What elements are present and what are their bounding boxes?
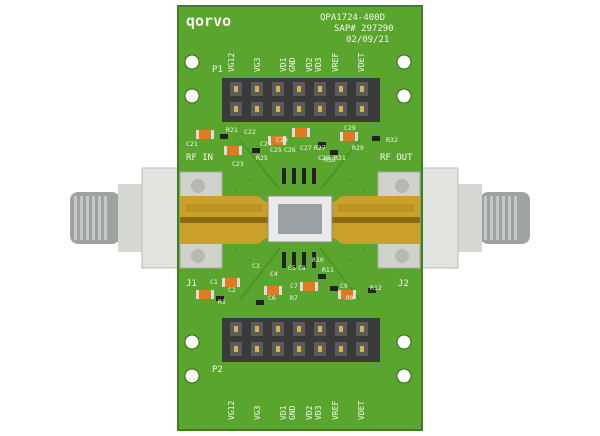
header-pin-contact bbox=[234, 326, 238, 332]
header-pin-contact bbox=[339, 346, 343, 352]
header-pin-contact bbox=[234, 106, 238, 112]
refdes-label: C2 bbox=[228, 286, 236, 294]
part-number: QPA1724-400D bbox=[320, 13, 385, 23]
refdes-label: C29 bbox=[344, 124, 356, 132]
bottom-pin-label: VD1 bbox=[279, 405, 288, 420]
refdes-label: R12 bbox=[370, 284, 382, 292]
pin-header-top bbox=[222, 78, 380, 122]
header-pin-contact bbox=[360, 346, 364, 352]
refdes-label: R7 bbox=[290, 294, 298, 302]
refdes-label: R30 bbox=[324, 156, 336, 164]
bottom-pin-label: VREF bbox=[331, 401, 340, 420]
refdes-label: R32 bbox=[386, 136, 398, 144]
bottom-pin-label: GND bbox=[288, 405, 297, 420]
header-pin-contact bbox=[276, 106, 280, 112]
refdes-label: C3 bbox=[252, 262, 260, 270]
bottom-pin-label: VG3 bbox=[253, 405, 262, 420]
header-pin-contact bbox=[318, 326, 322, 332]
refdes-label: C20 bbox=[276, 136, 288, 144]
refdes-label: R9 bbox=[346, 294, 354, 302]
refdes-label: C6 bbox=[268, 294, 276, 302]
brand-logo: qorvo bbox=[186, 12, 231, 30]
top-pin-label: GND bbox=[288, 57, 297, 72]
refdes-label: C24 bbox=[260, 140, 272, 148]
header-pin-contact bbox=[276, 86, 280, 92]
refdes-label: C23 bbox=[232, 160, 244, 168]
bottom-pin-label: VD3 bbox=[314, 405, 323, 420]
label-rf-out: RF OUT bbox=[380, 153, 413, 163]
top-pin-label: VG12 bbox=[227, 53, 236, 72]
mounting-hole-icon bbox=[184, 54, 412, 384]
header-pin-contact bbox=[297, 346, 301, 352]
bottom-pin-label: VG12 bbox=[227, 401, 236, 420]
bottom-pin-label: VD2 bbox=[305, 405, 314, 420]
refdes-label: R27 bbox=[314, 144, 326, 152]
refdes-label: C8 bbox=[298, 264, 306, 272]
refdes-label: C5 bbox=[288, 264, 296, 272]
refdes-label: C21 bbox=[186, 140, 198, 148]
label-j1: J1 bbox=[186, 279, 197, 289]
refdes-label: C22 bbox=[244, 128, 256, 136]
header-pin-contact bbox=[276, 346, 280, 352]
label-j2: J2 bbox=[398, 279, 409, 289]
board-date: 02/09/21 bbox=[346, 35, 389, 45]
header-pin-contact bbox=[297, 86, 301, 92]
via-pattern bbox=[235, 179, 365, 261]
top-pin-label: VREF bbox=[331, 53, 340, 72]
header-pin-contact bbox=[234, 346, 238, 352]
refdes-label: R10 bbox=[312, 256, 324, 264]
refdes-label: R11 bbox=[322, 266, 334, 274]
header-pin-contact bbox=[360, 106, 364, 112]
refdes-label: C25 bbox=[270, 146, 282, 154]
rf-transmission-line bbox=[180, 196, 420, 244]
bottom-pin-label: VDET bbox=[357, 401, 366, 420]
header-pin-contact bbox=[255, 346, 259, 352]
smd-resistors bbox=[216, 134, 380, 305]
header-pin-contact bbox=[297, 326, 301, 332]
top-pin-label: VDET bbox=[357, 53, 366, 72]
header-pin-contact bbox=[318, 106, 322, 112]
refdes-label: C7 bbox=[290, 282, 298, 290]
header-pin-contact bbox=[318, 86, 322, 92]
header-pin-contact bbox=[297, 106, 301, 112]
header-pin-contact bbox=[255, 326, 259, 332]
sap-number: SAP# 297290 bbox=[334, 24, 394, 34]
refdes-label: C9 bbox=[340, 282, 348, 290]
refdes-label: R25 bbox=[256, 154, 268, 162]
refdes-label: C27 bbox=[300, 144, 312, 152]
mmic-chip-icon bbox=[267, 195, 333, 243]
header-pin-contact bbox=[318, 346, 322, 352]
header-pin-contact bbox=[339, 326, 343, 332]
refdes-label: C4 bbox=[270, 270, 278, 278]
top-pin-label: VD3 bbox=[314, 57, 323, 72]
header-pin-contact bbox=[339, 106, 343, 112]
label-p2: P2 bbox=[212, 365, 223, 375]
header-pin-contact bbox=[234, 86, 238, 92]
pin-header-bottom bbox=[222, 318, 380, 362]
refdes-label: R29 bbox=[352, 144, 364, 152]
header-pin-contact bbox=[339, 86, 343, 92]
header-pin-contact bbox=[255, 106, 259, 112]
refdes-label: C26 bbox=[284, 146, 296, 154]
refdes-label: C28 bbox=[318, 154, 330, 162]
refdes-label: R1 bbox=[218, 298, 226, 306]
header-pin-contact bbox=[255, 86, 259, 92]
label-p1: P1 bbox=[212, 65, 223, 75]
smd-capacitors bbox=[196, 128, 358, 299]
header-pin-contact bbox=[276, 326, 280, 332]
top-pin-label: VG3 bbox=[253, 57, 262, 72]
header-pin-contact bbox=[360, 86, 364, 92]
refdes-label: C1 bbox=[210, 278, 218, 286]
label-rf-in: RF IN bbox=[186, 153, 213, 163]
top-pin-label: VD1 bbox=[279, 57, 288, 72]
header-pin-contact bbox=[360, 326, 364, 332]
top-pin-label: VD2 bbox=[305, 57, 314, 72]
refdes-label: R31 bbox=[334, 154, 346, 162]
refdes-label: R21 bbox=[226, 126, 238, 134]
